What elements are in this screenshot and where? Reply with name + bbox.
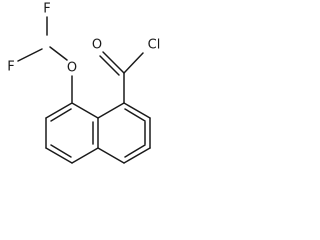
atom-label-chlorine: Cl (148, 38, 161, 53)
atom-labels: F F O O Cl (7, 2, 160, 76)
bond-c1-c2-double (124, 108, 146, 122)
atom-label-fluorine-top: F (43, 2, 50, 17)
chemical-structure: F F O O Cl (7, 2, 160, 164)
bond-c5-c4a (71, 147, 99, 164)
bond-c4-c4a (97, 147, 125, 164)
bond-c8-c7-double (50, 108, 72, 122)
atom-label-ether-oxygen: O (67, 61, 77, 76)
bond-f-left-to-chf2 (17, 48, 43, 62)
atom-label-carbonyl-oxygen: O (92, 38, 102, 53)
bond-carbonyl-c-o-double (99, 55, 120, 76)
bond-c8-c7 (45, 102, 73, 119)
bond-c1-c2 (123, 102, 151, 119)
bond-c8a-c1 (97, 102, 125, 119)
bonds (17, 16, 151, 164)
bond-carbonyl-c-o (102, 51, 125, 74)
bond-c3-c4-double (124, 144, 146, 158)
bond-c6-c5-double (50, 144, 72, 158)
bond-chf2-to-ether-o (49, 46, 68, 61)
bond-c3-c4 (123, 147, 151, 164)
bond-carbonyl-c-cl (123, 52, 144, 74)
atom-label-fluorine-left: F (7, 60, 14, 75)
bond-c8a-c8 (71, 102, 99, 119)
bond-c6-c5 (45, 147, 73, 164)
